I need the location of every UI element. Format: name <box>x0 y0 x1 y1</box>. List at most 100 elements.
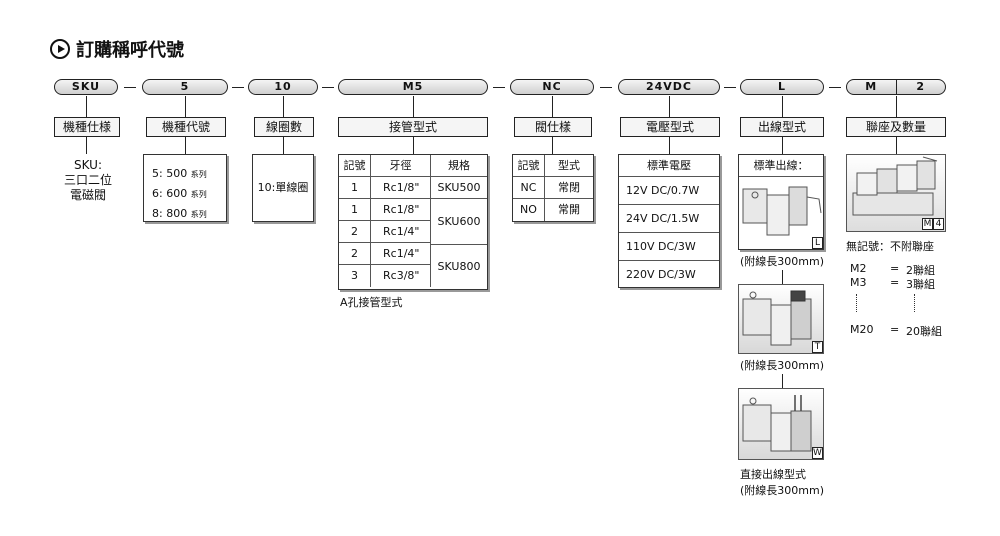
port-spec: SKU600 <box>431 199 487 245</box>
port-spec: SKU800 <box>437 260 481 273</box>
connector <box>896 137 897 154</box>
outlet-caption: 直接出線型式 <box>740 468 806 481</box>
connector <box>896 96 897 117</box>
port-spec: SKU500 <box>431 177 487 199</box>
outlet-caption: (附線長300mm) <box>740 359 825 372</box>
valve-table-header: 記號 型式 <box>513 155 593 177</box>
model-code-box: 5: 500 系列 6: 600 系列 8: 800 系列 <box>143 154 227 222</box>
manifold-picture <box>846 154 946 232</box>
connector <box>86 96 87 117</box>
page-title: 訂購稱呼代號 <box>50 36 184 62</box>
ellipsis-dots <box>914 294 915 312</box>
valve-row: NO 常開 <box>513 199 593 221</box>
connector <box>782 374 783 388</box>
code-manifold: M 2 <box>846 79 946 95</box>
separator-dash <box>724 87 736 88</box>
model-code-row: 8: 800 系列 <box>152 207 207 220</box>
connector <box>552 137 553 154</box>
model-code-row: 5: 500 系列 <box>152 167 207 180</box>
connector <box>669 96 670 117</box>
header-model-code: 機種代號 <box>146 117 226 137</box>
outlet-l-box: 標準出線： <box>738 154 824 250</box>
separator-dash <box>600 87 612 88</box>
port-note: A孔接管型式 <box>340 296 403 309</box>
valve-t-illustration <box>742 290 812 346</box>
outlet-caption: (附線長300mm) <box>740 484 825 497</box>
connector <box>413 96 414 117</box>
model-spec-line: SKU: <box>74 158 102 172</box>
ellipsis-dots <box>856 294 857 312</box>
outlet-tag: T <box>812 341 823 353</box>
connector <box>782 137 783 154</box>
valve-table: 記號 型式 NC 常閉 NO 常開 <box>512 154 594 222</box>
connector <box>552 96 553 117</box>
header-outlet: 出線型式 <box>740 117 824 137</box>
model-spec-line: 三口二位 <box>63 173 112 187</box>
code-voltage: 24VDC <box>618 79 720 95</box>
connector <box>86 137 87 154</box>
outlet-tag: W <box>812 447 823 459</box>
model-spec-line: 電磁閥 <box>69 188 106 202</box>
connector <box>283 137 284 154</box>
header-port: 接管型式 <box>338 117 488 137</box>
coil-box: 10:單線圈 <box>252 154 314 222</box>
manifold-row: M2=2聯組 <box>850 262 935 277</box>
valve-w-illustration <box>742 395 812 452</box>
connector <box>782 96 783 117</box>
separator-dash <box>232 87 244 88</box>
outlet-caption: (附線長300mm) <box>740 255 825 268</box>
manifold-tag-m: M <box>922 218 933 230</box>
code-manifold-n: 2 <box>916 80 926 93</box>
code-valve: NC <box>510 79 594 95</box>
voltage-row: 110V DC/3W <box>619 233 719 261</box>
connector <box>185 96 186 117</box>
connector <box>185 137 186 154</box>
model-spec-text: SKU: 三口二位 電磁閥 <box>56 158 120 203</box>
manifold-row: M3=3聯組 <box>850 276 935 291</box>
voltage-table: 標準電壓 12V DC/0.7W 24V DC/1.5W 110V DC/3W … <box>618 154 720 288</box>
header-voltage: 電壓型式 <box>620 117 720 137</box>
code-outlet: L <box>740 79 824 95</box>
voltage-header: 標準電壓 <box>619 155 719 177</box>
connector <box>283 96 284 117</box>
separator-dash <box>124 87 136 88</box>
port-table-header: 記號 牙徑 規格 <box>339 155 487 177</box>
outlet-t-box <box>738 284 824 354</box>
valve-row: NC 常閉 <box>513 177 593 199</box>
header-coil: 線圈數 <box>254 117 314 137</box>
manifold-tag-n: 4 <box>933 218 944 230</box>
manifold-row: M20=20聯組 <box>850 323 942 338</box>
manifold-illustration <box>852 156 938 216</box>
connector <box>782 270 783 284</box>
code-coil: 10 <box>248 79 318 95</box>
outlet-w-box <box>738 388 824 460</box>
outlet-tag: L <box>812 237 823 249</box>
voltage-row: 12V DC/0.7W <box>619 177 719 205</box>
manifold-note: 無記號：不附聯座 <box>846 240 934 253</box>
valve-l-illustration <box>742 186 822 236</box>
separator-dash <box>829 87 841 88</box>
header-model-spec: 機種仕様 <box>54 117 120 137</box>
header-valve: 閥仕樣 <box>514 117 592 137</box>
separator-dash <box>493 87 505 88</box>
connector <box>669 137 670 154</box>
play-circle-icon <box>50 39 70 59</box>
voltage-row: 220V DC/3W <box>626 268 696 281</box>
separator-dash <box>322 87 334 88</box>
code-sku: SKU <box>54 79 118 95</box>
code-model: 5 <box>142 79 228 95</box>
code-port: M5 <box>338 79 488 95</box>
connector <box>413 137 414 154</box>
code-manifold-m: M <box>847 80 897 94</box>
model-code-row: 6: 600 系列 <box>152 187 207 200</box>
outlet-header: 標準出線： <box>739 155 823 177</box>
voltage-row: 24V DC/1.5W <box>619 205 719 233</box>
header-manifold: 聯座及數量 <box>846 117 946 137</box>
title-text: 訂購稱呼代號 <box>76 40 184 61</box>
